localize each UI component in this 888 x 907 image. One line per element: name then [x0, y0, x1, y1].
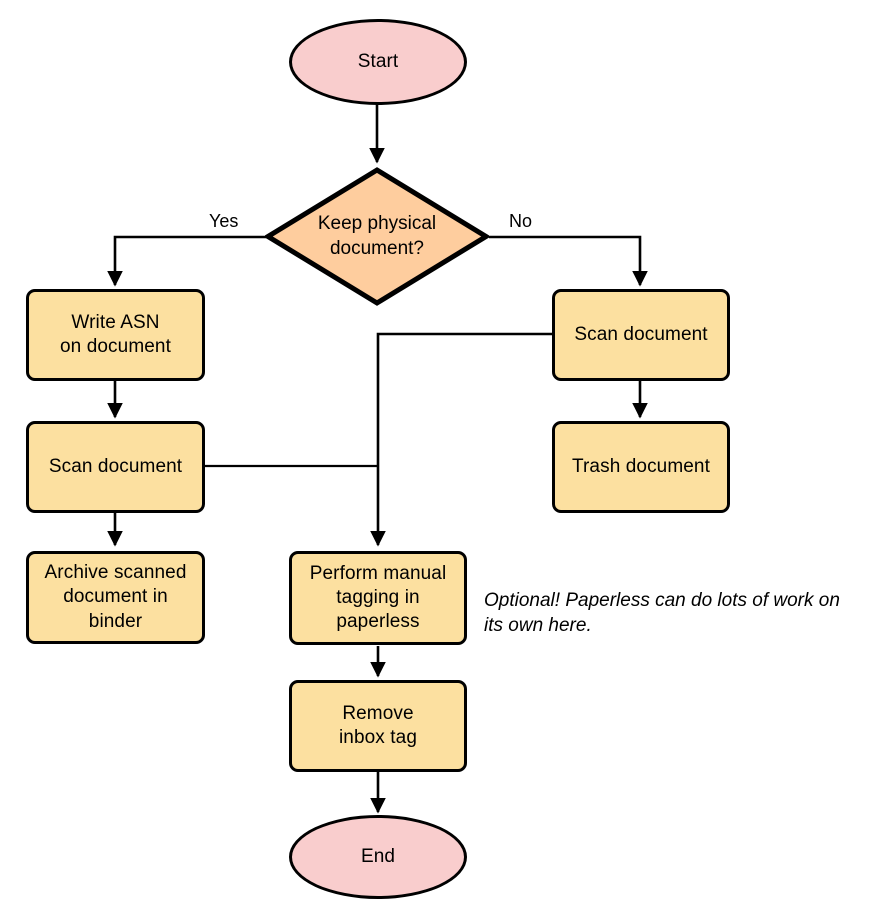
node-remove-inbox-tag[interactable]: Remove inbox tag: [289, 680, 467, 772]
node-keep-physical-document-label: Keep physical document?: [317, 213, 437, 259]
node-manual-tagging[interactable]: Perform manual tagging in paperless: [289, 551, 467, 645]
node-manual-tagging-label: Perform manual tagging in paperless: [309, 562, 447, 633]
node-scan-document-left[interactable]: Scan document: [26, 421, 205, 513]
edge-label-yes: Yes: [209, 211, 239, 231]
edge-decision-yes-to-write-asn: [107, 235, 266, 287]
node-scan-document-left-label: Scan document: [48, 455, 183, 477]
node-end-label: End: [360, 845, 396, 867]
annotation-optional-note: Optional! Paperless can do lots of work …: [484, 590, 840, 637]
node-archive-in-binder[interactable]: Archive scanned document in binder: [26, 551, 205, 644]
node-trash-document-label: Trash document: [572, 455, 710, 477]
node-remove-inbox-tag-label: Remove inbox tag: [338, 702, 417, 748]
node-end[interactable]: End: [289, 815, 467, 899]
edge-decision-no-to-scan-right: [489, 235, 648, 287]
edge-scan-right-to-tagging: [370, 332, 552, 547]
node-trash-document[interactable]: Trash document: [552, 421, 730, 513]
node-keep-physical-document[interactable]: Keep physical document?: [265, 167, 489, 306]
node-start-label: Start: [357, 50, 399, 72]
node-archive-in-binder-label: Archive scanned document in binder: [44, 562, 187, 632]
edge-label-no: No: [509, 211, 533, 231]
node-scan-document-right[interactable]: Scan document: [552, 289, 730, 381]
node-write-asn-label: Write ASN on document: [60, 311, 171, 357]
node-write-asn[interactable]: Write ASN on document: [26, 289, 205, 381]
node-scan-document-right-label: Scan document: [574, 323, 708, 345]
node-start[interactable]: Start: [289, 19, 467, 105]
decision-diamond-shape: [265, 167, 489, 306]
